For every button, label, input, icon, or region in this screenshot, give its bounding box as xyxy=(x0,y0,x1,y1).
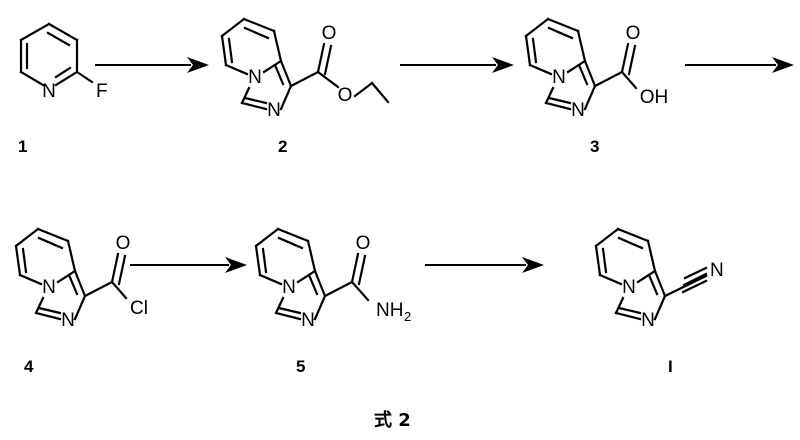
atom-label-nitrile-nitrogen: N xyxy=(710,260,724,281)
atom-label-amide-subscript: 2 xyxy=(404,309,411,324)
atom-label-carbonyl-oxygen: O xyxy=(116,233,131,254)
structure-compound-5: N N O NH 2 xyxy=(248,218,428,338)
structure-compound-4: N N O Cl xyxy=(8,218,168,338)
compound-label-1: 1 xyxy=(18,137,28,156)
atom-label-bridgehead-nitrogen: N xyxy=(552,67,566,88)
compound-1-svg: N F xyxy=(19,22,108,102)
atom-label-nitrogen: N xyxy=(42,81,56,102)
compound-label-3: 3 xyxy=(590,137,600,156)
compound-4-svg: N N O Cl xyxy=(14,227,148,331)
atom-label-bridgehead-nitrogen: N xyxy=(248,67,262,88)
compound-5-svg: N N O NH 2 xyxy=(254,227,411,331)
structure-compound-1: N F xyxy=(4,10,108,120)
structure-compound-I: N N N xyxy=(588,218,748,338)
atom-label-carbonyl-oxygen: O xyxy=(626,23,641,44)
structure-compound-2: N N O O xyxy=(214,8,394,128)
arrow-2-to-3 xyxy=(400,52,515,83)
atom-label-imidazole-nitrogen: N xyxy=(267,100,281,121)
atom-label-imidazole-nitrogen: N xyxy=(571,100,585,121)
atom-label-imidazole-nitrogen: N xyxy=(641,310,655,331)
atom-label-bridgehead-nitrogen: N xyxy=(282,277,296,298)
atom-label-ester-oxygen: O xyxy=(338,85,353,106)
compound-label-2: 2 xyxy=(278,137,288,156)
atom-label-chlorine: Cl xyxy=(130,298,148,319)
compound-I-svg: N N N xyxy=(594,227,724,331)
atom-label-bridgehead-nitrogen: N xyxy=(622,277,636,298)
atom-label-amide-nitrogen: NH xyxy=(376,300,403,321)
atom-label-carbonyl-oxygen: O xyxy=(322,23,337,44)
arrow-1-to-2 xyxy=(95,52,210,83)
arrow-4-to-5 xyxy=(130,252,248,283)
atom-label-hydroxyl: OH xyxy=(640,87,669,108)
atom-label-carbonyl-oxygen: O xyxy=(356,233,371,254)
compound-label-4: 4 xyxy=(24,357,34,376)
compound-label-5: 5 xyxy=(296,357,306,376)
compound-label-I: I xyxy=(668,357,673,376)
atom-label-imidazole-nitrogen: N xyxy=(301,310,315,331)
structure-compound-3: N N O OH xyxy=(518,8,678,128)
arrow-3-to-4 xyxy=(685,52,795,83)
atom-label-bridgehead-nitrogen: N xyxy=(42,277,56,298)
atom-label-imidazole-nitrogen: N xyxy=(61,310,75,331)
atom-label-fluorine: F xyxy=(96,81,108,102)
arrow-5-to-I xyxy=(425,252,545,283)
compound-2-svg: N N O O xyxy=(220,17,390,121)
scheme-caption: 式 2 xyxy=(374,410,411,431)
compound-3-svg: N N O OH xyxy=(524,17,669,121)
